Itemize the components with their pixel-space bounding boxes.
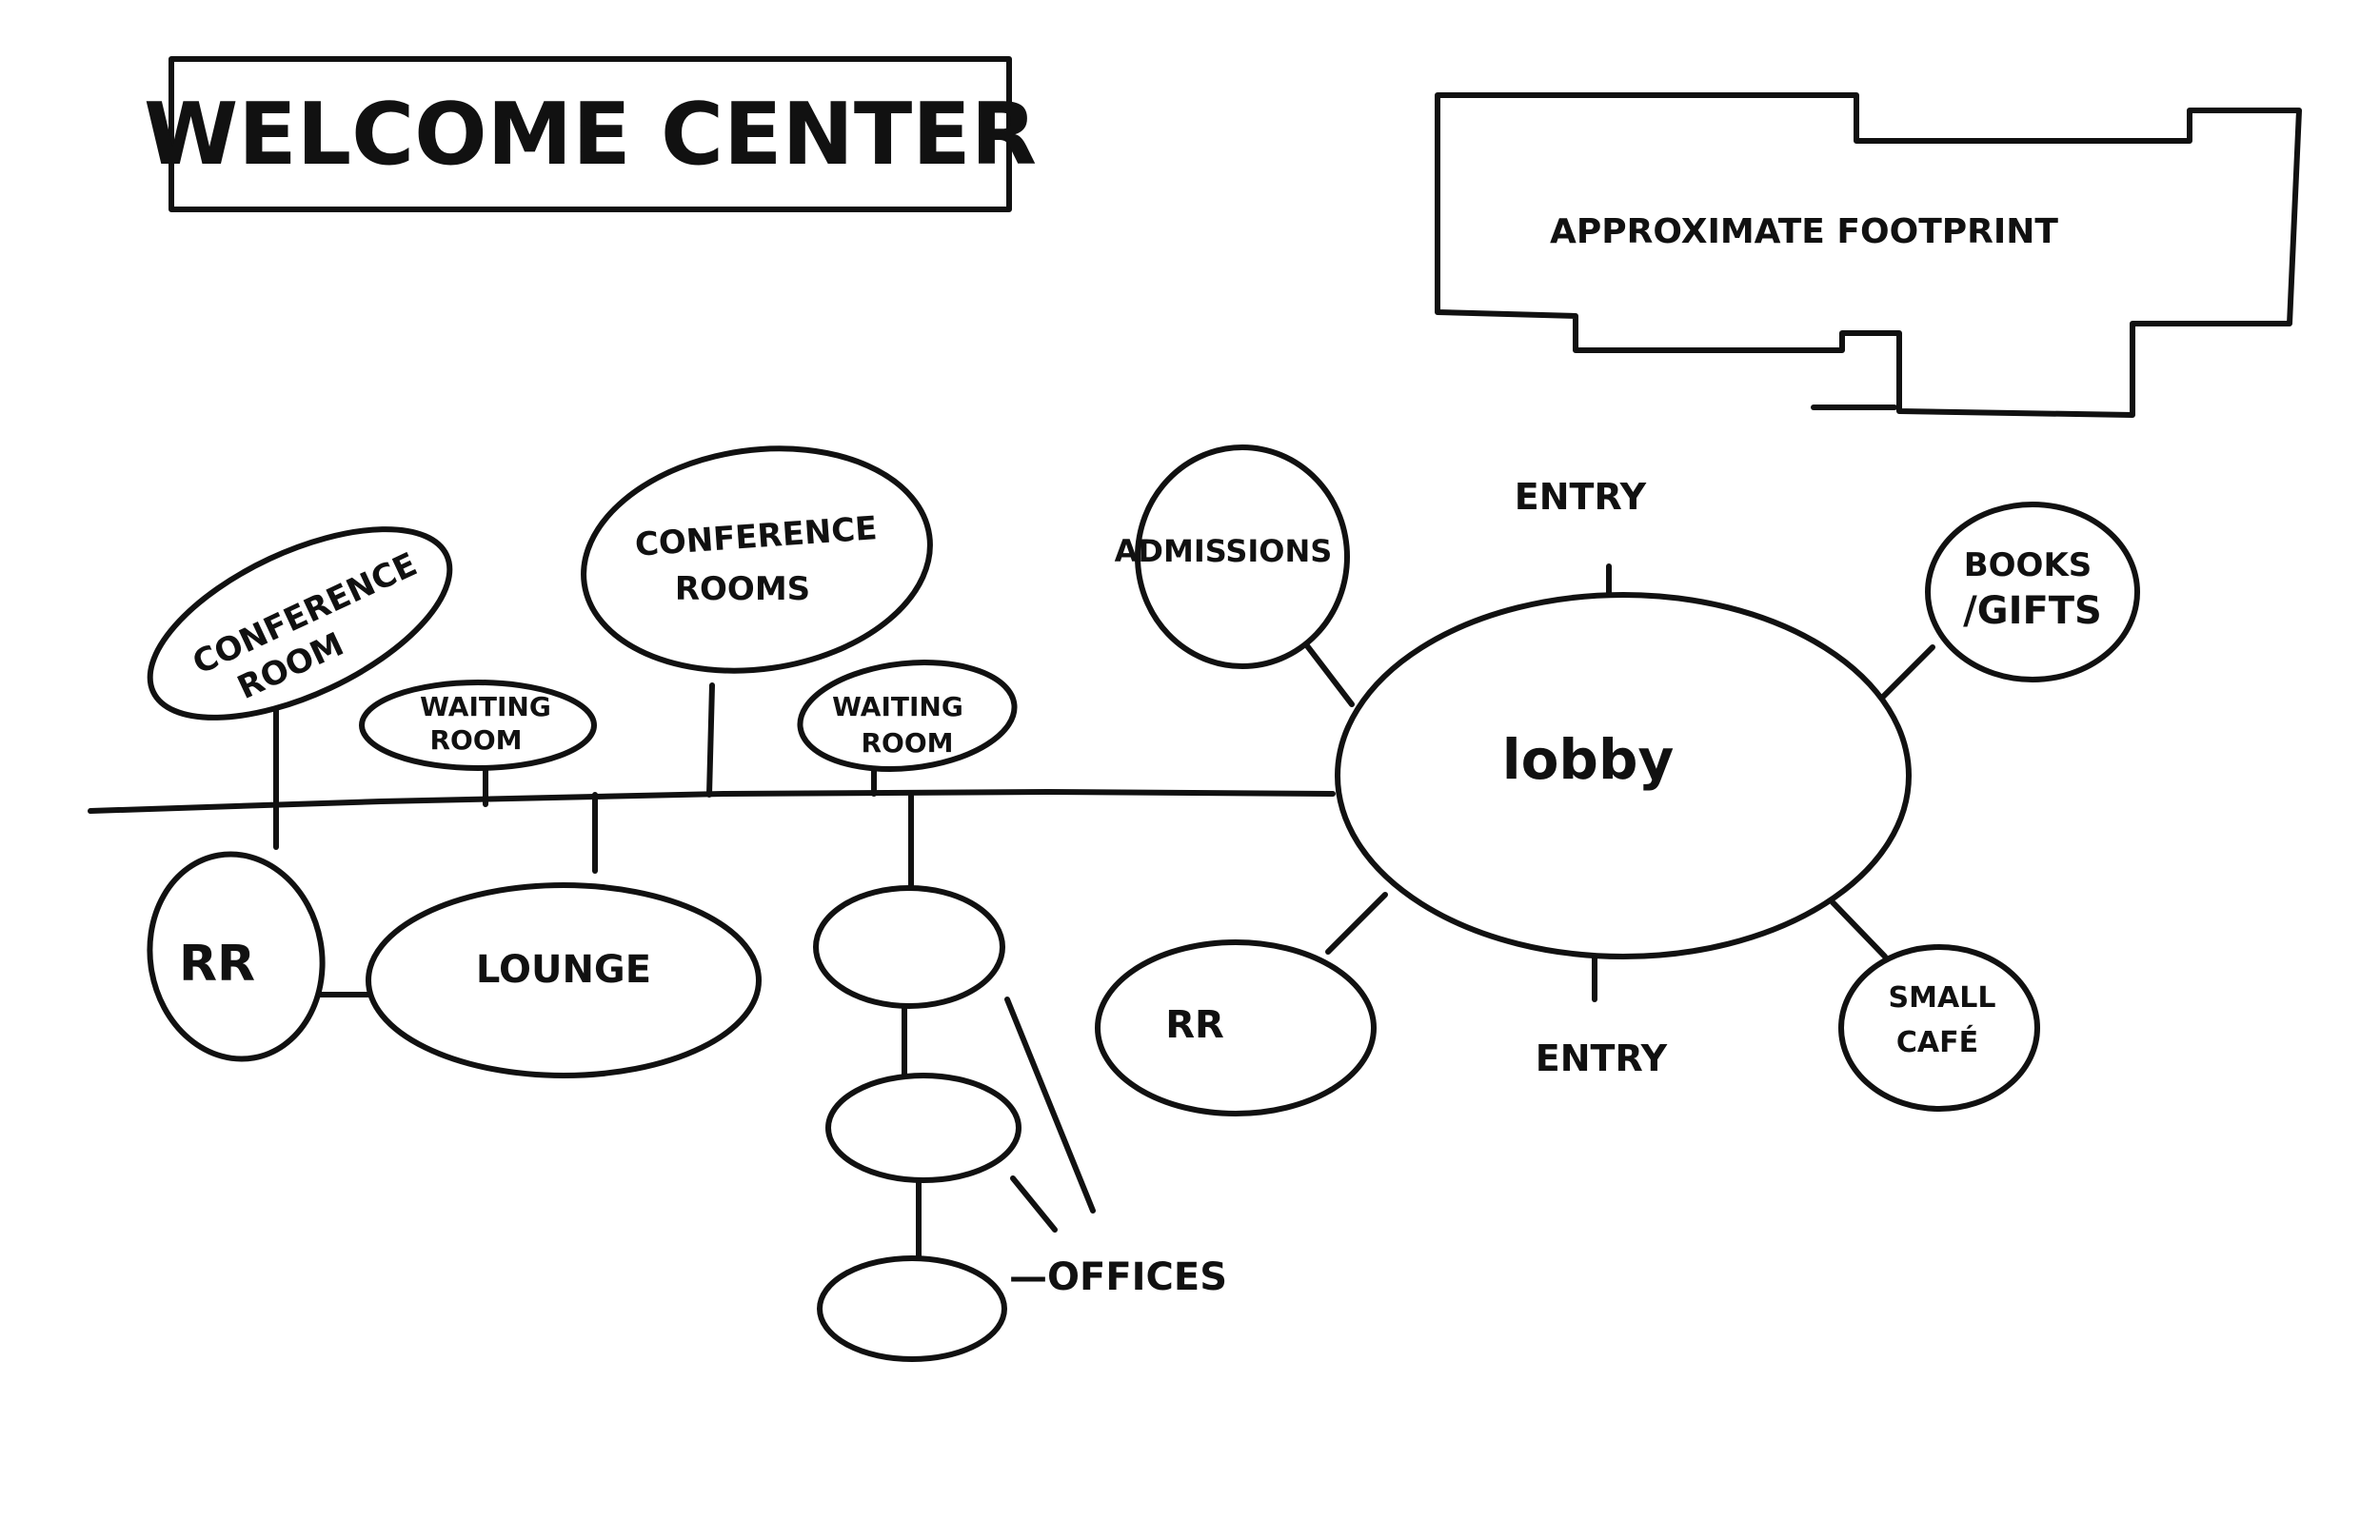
conference-rooms-bubble	[581, 445, 933, 674]
small-cafe-label-1: SMALL	[1889, 981, 1996, 1015]
room-lobby: lobby	[1335, 592, 1912, 959]
entry-bottom-group: ENTRY	[1536, 1037, 1668, 1079]
books-gifts-label-2: /GIFTS	[1963, 589, 2102, 633]
room-admissions: ADMISSIONS	[1115, 444, 1350, 669]
entry-top-label: ENTRY	[1515, 476, 1647, 518]
waiting-room-right-bubble	[797, 660, 1018, 772]
entry-bottom-label: ENTRY	[1536, 1037, 1668, 1079]
lobby-bubble[interactable]	[1335, 592, 1912, 959]
rr-left-label: RR	[179, 936, 255, 993]
lounge-bubble	[366, 882, 762, 1078]
small-cafe-bubble	[1838, 944, 2040, 1112]
room-lounge: LOUNGE	[366, 882, 762, 1078]
lobby-label: lobby	[1502, 727, 1675, 792]
waiting-room-left-label-1: WAITING	[420, 691, 551, 722]
waiting-room-right-label-2: ROOM	[861, 727, 953, 759]
room-small-cafe: SMALL CAFÉ	[1838, 944, 2040, 1112]
room-waiting-left: WAITING ROOM	[359, 680, 597, 771]
room-waiting-right: WAITING ROOM	[797, 660, 1018, 772]
waiting-room-left-bubble	[359, 680, 597, 771]
rr-right-bubble	[1095, 939, 1377, 1116]
books-gifts-label-1: BOOKS	[1964, 546, 2092, 584]
title-block: WELCOME CENTER	[144, 56, 1037, 212]
rr-right-label: RR	[1165, 1003, 1224, 1047]
small-cafe-label-2: CAFÉ	[1896, 1025, 1978, 1059]
conference-room-bubble	[147, 526, 453, 721]
footprint-label: APPROXIMATE FOOTPRINT	[1550, 212, 2058, 251]
title-box	[169, 56, 1012, 212]
room-books-gifts: BOOKS /GIFTS	[1925, 502, 2140, 682]
entry-top-group: ENTRY	[1515, 476, 1647, 518]
admissions-bubble	[1135, 444, 1350, 669]
office-bubble-1[interactable]	[813, 885, 1005, 1009]
connector-cafe	[1830, 899, 1888, 959]
connector-rr-right	[1325, 892, 1388, 955]
waiting-room-right-label-1: WAITING	[832, 691, 963, 722]
offices-pointer-short	[1010, 1175, 1058, 1233]
connector-books	[1877, 644, 1935, 702]
rr-left-bubble	[147, 851, 326, 1062]
office-bubble-3[interactable]	[817, 1255, 1007, 1362]
room-rr-left: RR	[147, 851, 326, 1062]
office-bubble-2[interactable]	[825, 1073, 1021, 1183]
room-conference-rooms: CONFERENCE ROOMS	[581, 445, 933, 674]
connector-conference-rooms	[706, 682, 715, 798]
corridor-line	[88, 789, 1336, 814]
books-gifts-bubble	[1925, 502, 2140, 682]
footprint-outline	[1435, 92, 2302, 418]
offices-label: —OFFICES	[1009, 1255, 1227, 1299]
footprint-block: APPROXIMATE FOOTPRINT	[1435, 92, 2302, 418]
room-rr-right: RR	[1095, 939, 1377, 1116]
conference-rooms-label-2: ROOMS	[675, 570, 810, 608]
admissions-label: ADMISSIONS	[1115, 533, 1333, 569]
offices-group: —OFFICES	[813, 885, 1227, 1362]
page-title: WELCOME CENTER	[144, 85, 1037, 185]
offices-pointer-long	[1004, 997, 1096, 1214]
waiting-room-left-label-2: ROOM	[429, 724, 522, 756]
lounge-label: LOUNGE	[476, 948, 651, 992]
